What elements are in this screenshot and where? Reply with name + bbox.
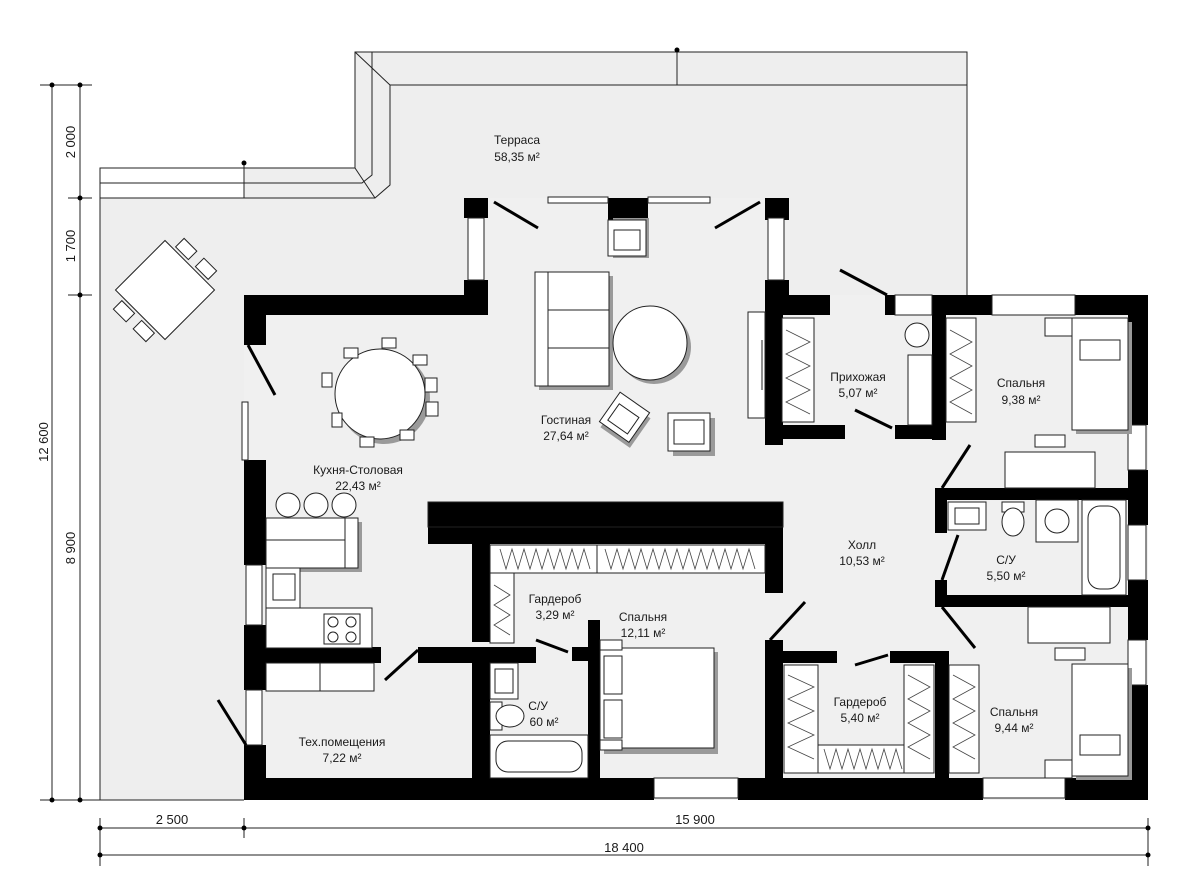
wardrobe1-name: Гардероб — [529, 592, 582, 606]
living-area: 27,64 м² — [543, 429, 589, 443]
bath1-name: С/У — [996, 553, 1016, 567]
bedroom3-name: Спальня — [990, 705, 1038, 719]
walls — [244, 198, 1148, 800]
dim-left-top: 2 000 — [63, 126, 78, 159]
dimension-labels: 12 600 2 000 1 700 8 900 2 500 15 900 18… — [36, 126, 715, 855]
wardrobe2-area: 5,40 м² — [841, 711, 880, 725]
kitchen-name: Кухня-Столовая — [313, 463, 403, 477]
room-labels: Терраса 58,35 м² Гостиная 27,64 м² Кухня… — [299, 133, 1045, 765]
dim-bottom-left: 2 500 — [156, 812, 189, 827]
hall-area: 10,53 м² — [839, 554, 885, 568]
bath2-name: С/У — [528, 699, 548, 713]
wardrobes — [489, 317, 980, 774]
hallway-furniture — [904, 322, 933, 426]
terrace-area: 58,35 м² — [494, 150, 540, 164]
dimension-lines — [40, 84, 1149, 866]
terrace-table — [112, 237, 218, 343]
hallway-name: Прихожая — [830, 370, 886, 384]
hall-name: Холл — [848, 538, 876, 552]
bath2-area: 60 м² — [530, 715, 559, 729]
bedroom3-area: 9,44 м² — [995, 721, 1034, 735]
tech-area: 7,22 м² — [323, 751, 362, 765]
kitchen-area: 22,43 м² — [335, 479, 381, 493]
dim-bottom-total: 18 400 — [604, 840, 644, 855]
dim-bottom-right: 15 900 — [675, 812, 715, 827]
tech-name: Тех.помещения — [299, 735, 386, 749]
bedroom2-area: 12,11 м² — [621, 626, 666, 640]
living-name: Гостиная — [541, 413, 591, 427]
doors — [216, 200, 977, 746]
bath1-area: 5,50 м² — [987, 569, 1026, 583]
dim-left-total: 12 600 — [36, 422, 51, 462]
dining-table — [321, 337, 439, 448]
bathroom-fixtures — [489, 499, 1127, 779]
living-furniture — [534, 218, 766, 456]
dim-left-bottom: 8 900 — [63, 532, 78, 565]
hallway-area: 5,07 м² — [839, 386, 878, 400]
wardrobe1-area: 3,29 м² — [536, 608, 575, 622]
bedroom2-name: Спальня — [619, 610, 667, 624]
bedroom1-area: 9,38 м² — [1002, 393, 1041, 407]
kitchen-furniture — [265, 492, 375, 692]
bedroom-furniture — [599, 317, 1132, 780]
dim-left-mid: 1 700 — [63, 230, 78, 263]
terrace-name: Терраса — [494, 133, 540, 147]
dimension-ticks — [49, 82, 1151, 858]
bedroom1-name: Спальня — [997, 376, 1045, 390]
windows — [241, 196, 1147, 799]
wardrobe2-name: Гардероб — [834, 695, 887, 709]
terrace-railing — [99, 47, 968, 801]
